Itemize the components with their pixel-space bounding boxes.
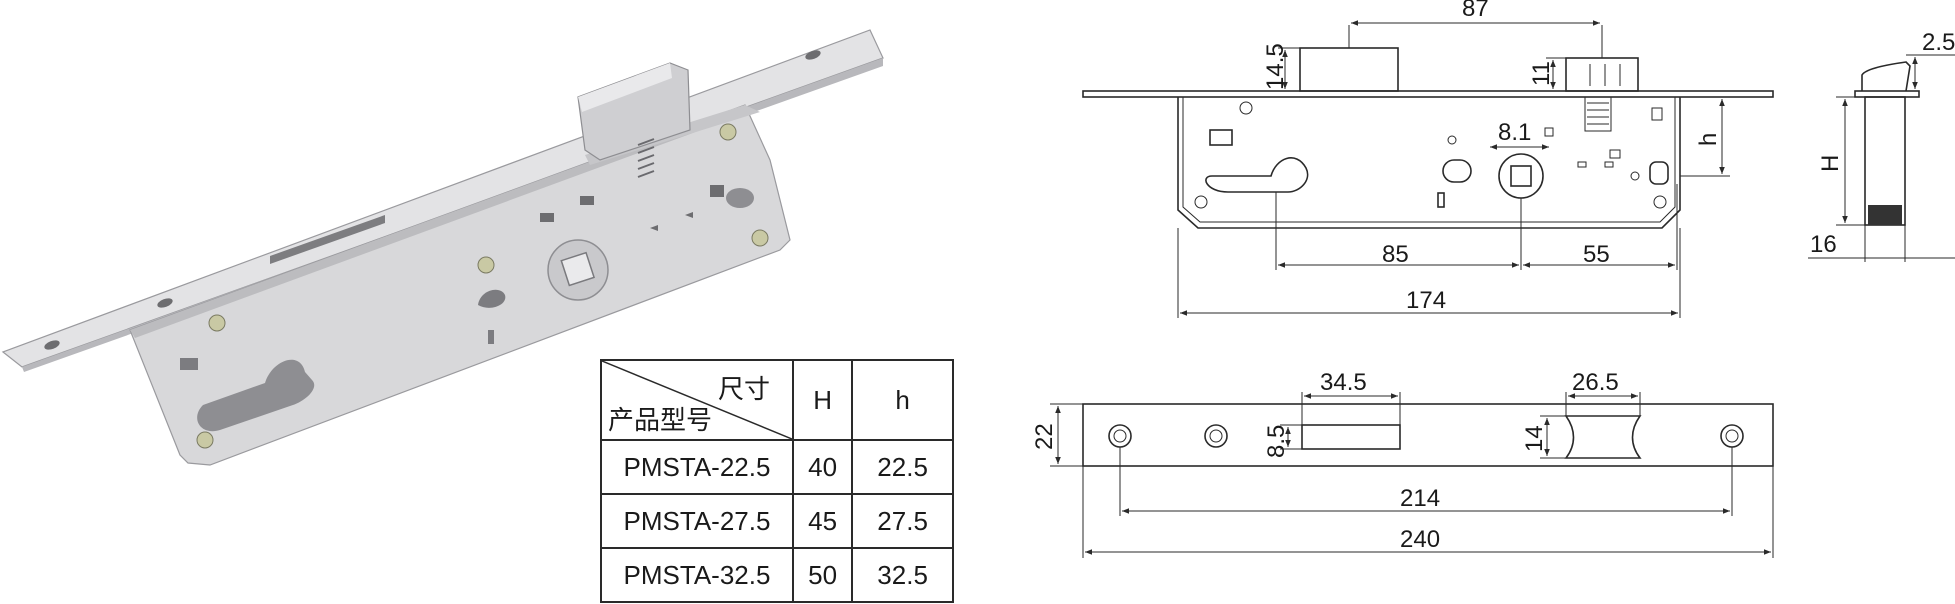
header-h: h — [851, 359, 954, 441]
dim-16: 16 — [1810, 231, 1837, 258]
dim-87: 87 — [1462, 0, 1489, 22]
dim-214: 214 — [1400, 485, 1440, 512]
table-corner-header: 尺寸 产品型号 — [600, 359, 794, 441]
faceplate-view: 34.5 26.5 22 8.5 14 214 240 — [1031, 369, 1774, 558]
dim-2-5: 2.5 — [1922, 29, 1955, 56]
dim-14: 14 — [1521, 425, 1548, 452]
front-view: 87 14.5 11 8.1 h 85 55 174 — [1082, 0, 1774, 318]
spec-table: 尺寸 产品型号 H h PMSTA-22.5 40 22.5 PMSTA-27.… — [600, 359, 954, 603]
dim-8-1: 8.1 — [1498, 119, 1531, 146]
dim-22: 22 — [1031, 423, 1058, 450]
cell-h: 32.5 — [851, 547, 954, 603]
dim-8-5: 8.5 — [1263, 425, 1290, 458]
cell-H: 40 — [791, 439, 854, 495]
dim-174: 174 — [1406, 287, 1446, 314]
cell-H: 45 — [791, 493, 854, 549]
table-row: PMSTA-32.5 50 32.5 — [600, 547, 954, 603]
dim-14-5: 14.5 — [1262, 43, 1289, 90]
dim-85: 85 — [1382, 241, 1409, 268]
lock-3d-render — [1, 29, 884, 466]
dim-h: h — [1695, 133, 1722, 146]
header-size: 尺寸 — [717, 375, 770, 405]
dim-240: 240 — [1400, 526, 1440, 553]
table-row: PMSTA-27.5 45 27.5 — [600, 493, 954, 549]
table-row: PMSTA-22.5 40 22.5 — [600, 439, 954, 495]
dim-H: H — [1817, 155, 1844, 172]
dim-26-5: 26.5 — [1572, 369, 1619, 396]
cell-h: 27.5 — [851, 493, 954, 549]
dim-55: 55 — [1583, 241, 1610, 268]
dim-34-5: 34.5 — [1320, 369, 1367, 396]
cell-h: 22.5 — [851, 439, 954, 495]
table-header-row: 尺寸 产品型号 H h — [600, 359, 954, 441]
header-H: H — [791, 359, 854, 441]
cell-model: PMSTA-22.5 — [600, 439, 794, 495]
cylinder-cutout-3d — [197, 359, 315, 432]
cell-model: PMSTA-27.5 — [600, 493, 794, 549]
side-view: 2.5 H 16 — [1808, 29, 1955, 262]
dim-11: 11 — [1528, 61, 1555, 86]
cell-model: PMSTA-32.5 — [600, 547, 794, 603]
cell-H: 50 — [791, 547, 854, 603]
header-model: 产品型号 — [608, 406, 713, 436]
